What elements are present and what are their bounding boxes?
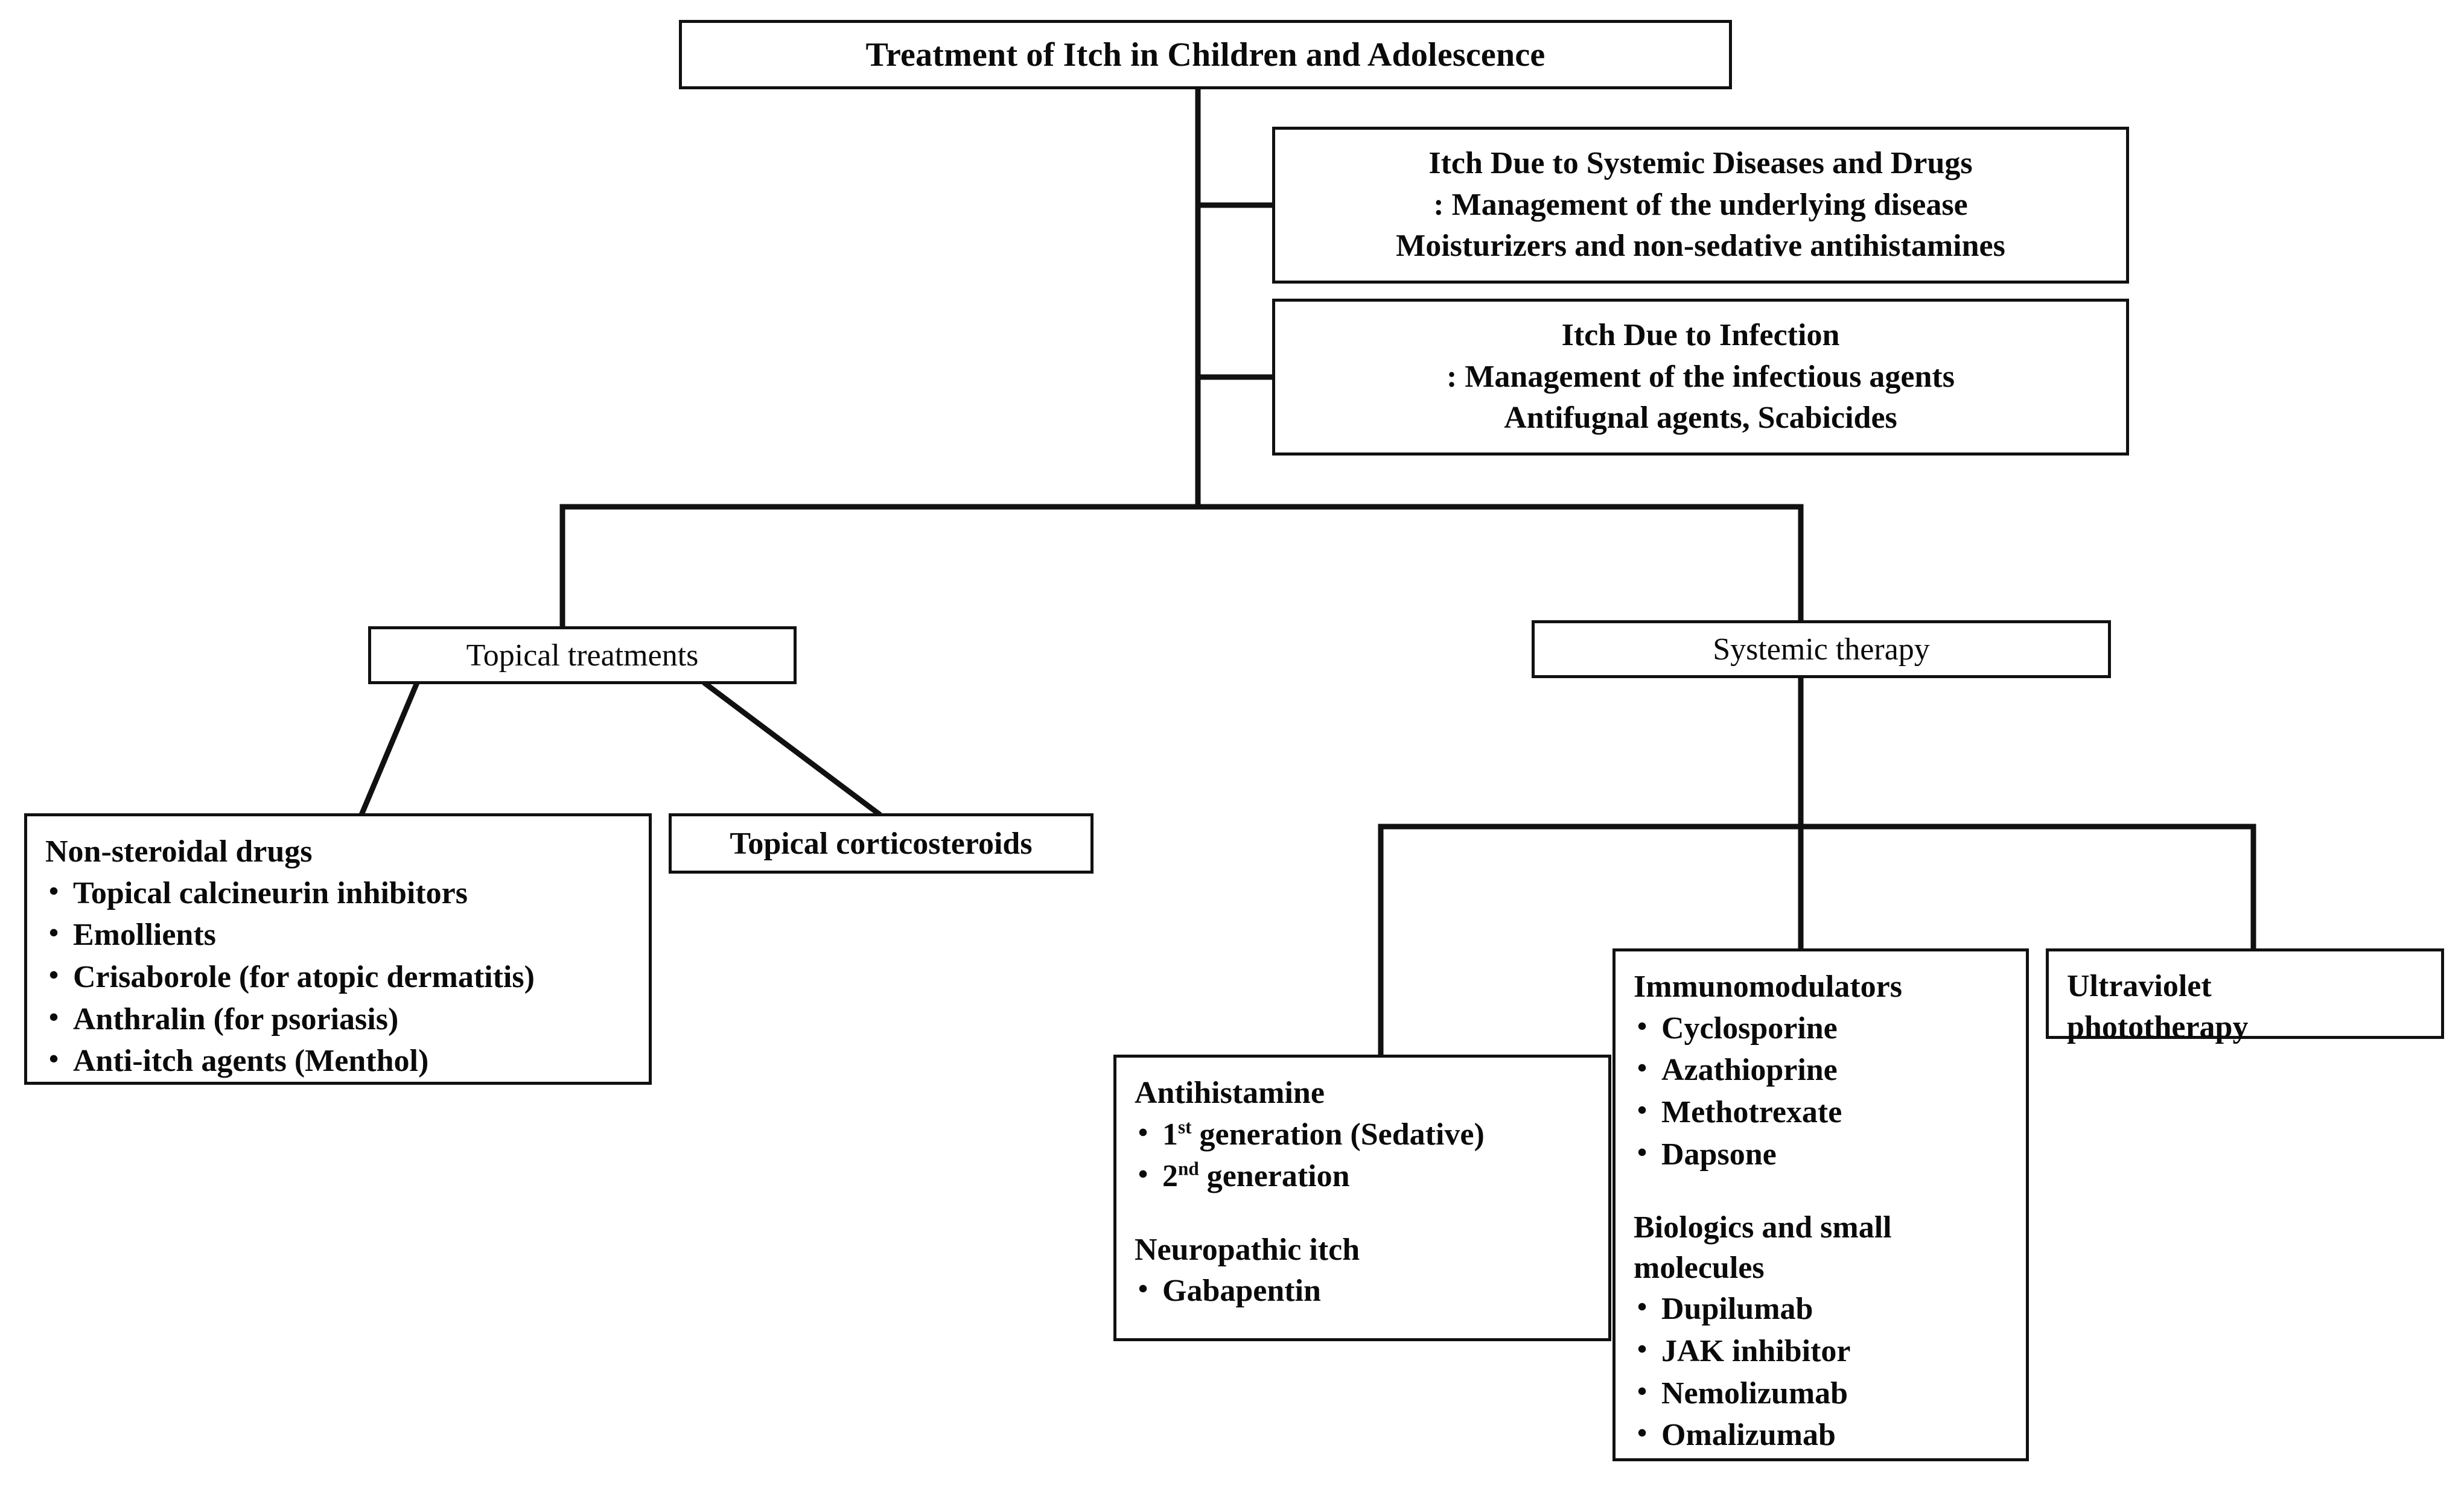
non-steroidal-heading: Non-steroidal drugs [45,834,313,869]
node-itch-systemic-diseases: Itch Due to Systemic Diseases and Drugs … [1272,127,2129,284]
connector-to-non-steroidal [358,681,420,817]
list-item: Gabapentin [1135,1270,1608,1312]
infection-line3: Antifugnal agents, Scabicides [1504,401,1897,436]
antihistamine-list: 1st generation (Sedative) 2nd generation [1135,1114,1608,1198]
spacer [1634,1175,2026,1208]
node-itch-infection: Itch Due to Infection : Management of th… [1272,299,2129,456]
list-item: JAK inhibitor [1634,1330,2026,1373]
list-item: Dupilumab [1634,1288,2026,1330]
infection-line2: : Management of the infectious agents [1447,359,1955,394]
systemic-diseases-line3: Moisturizers and non-sedative antihistam… [1396,229,2005,264]
list-item: Dapsone [1634,1134,2026,1176]
list-item: Omalizumab [1634,1414,2026,1456]
generation-2-number: 2 [1162,1159,1178,1194]
node-topical-treatments: Topical treatments [368,626,797,684]
list-item: 1st generation (Sedative) [1135,1114,1608,1156]
node-systemic-therapy: Systemic therapy [1532,620,2111,678]
systemic-therapy-label: Systemic therapy [1713,632,1930,667]
node-root-title: Treatment of Itch in Children and Adoles… [679,20,1732,89]
immunomodulators-heading: Immunomodulators [1634,970,1902,1004]
list-item: Nemolizumab [1634,1373,2026,1415]
root-title-label: Treatment of Itch in Children and Adoles… [865,36,1546,74]
list-item: Anti-itch agents (Menthol) [45,1040,649,1082]
phototherapy-line1: Ultraviolet [2067,969,2212,1003]
list-item: Crisaborole (for atopic dermatitis) [45,956,649,999]
list-item: Anthralin (for psoriasis) [45,999,649,1041]
node-immunomodulators: Immunomodulators Cyclosporine Azathiopri… [1612,948,2029,1461]
list-item: 2nd generation [1135,1155,1608,1198]
systemic-diseases-line2: : Management of the underlying disease [1433,187,1968,222]
connector-to-topical-corticosteroids [702,680,882,818]
node-topical-corticosteroids: Topical corticosteroids [669,813,1094,874]
list-item: Emollients [45,914,649,956]
generation-2-suffix: nd [1178,1158,1199,1180]
non-steroidal-list: Topical calcineurin inhibitors Emollient… [45,872,649,1082]
systemic-diseases-line1: Itch Due to Systemic Diseases and Drugs [1428,146,1973,181]
generation-1-suffix: st [1178,1116,1192,1138]
phototherapy-line2: phototherapy [2067,1009,2249,1044]
spacer [1135,1198,1608,1230]
node-non-steroidal-drugs: Non-steroidal drugs Topical calcineurin … [24,813,652,1085]
list-item: Topical calcineurin inhibitors [45,872,649,915]
list-item: Cyclosporine [1634,1008,2026,1050]
node-ultraviolet-phototherapy: Ultraviolet phototherapy [2046,948,2444,1044]
topical-corticosteroids-label: Topical corticosteroids [730,826,1033,861]
neuropathic-itch-list: Gabapentin [1135,1270,1608,1312]
biologics-list: Dupilumab JAK inhibitor Nemolizumab Omal… [1634,1288,2026,1456]
list-item: Methotrexate [1634,1091,2026,1134]
topical-treatments-label: Topical treatments [466,638,699,673]
generation-2-rest: generation [1199,1159,1350,1194]
antihistamine-heading: Antihistamine [1135,1076,1325,1110]
generation-1-number: 1 [1162,1117,1178,1152]
immunomodulators-list: Cyclosporine Azathioprine Methotrexate D… [1634,1008,2026,1176]
infection-line1: Itch Due to Infection [1561,318,1840,353]
generation-1-rest: generation (Sedative) [1191,1117,1485,1152]
biologics-heading-line1: Biologics and small [1634,1210,1892,1245]
node-antihistamine: Antihistamine 1st generation (Sedative) … [1113,1055,1611,1341]
biologics-heading-line2: molecules [1634,1250,1765,1285]
neuropathic-itch-heading: Neuropathic itch [1135,1232,1360,1267]
list-item: Azathioprine [1634,1049,2026,1091]
